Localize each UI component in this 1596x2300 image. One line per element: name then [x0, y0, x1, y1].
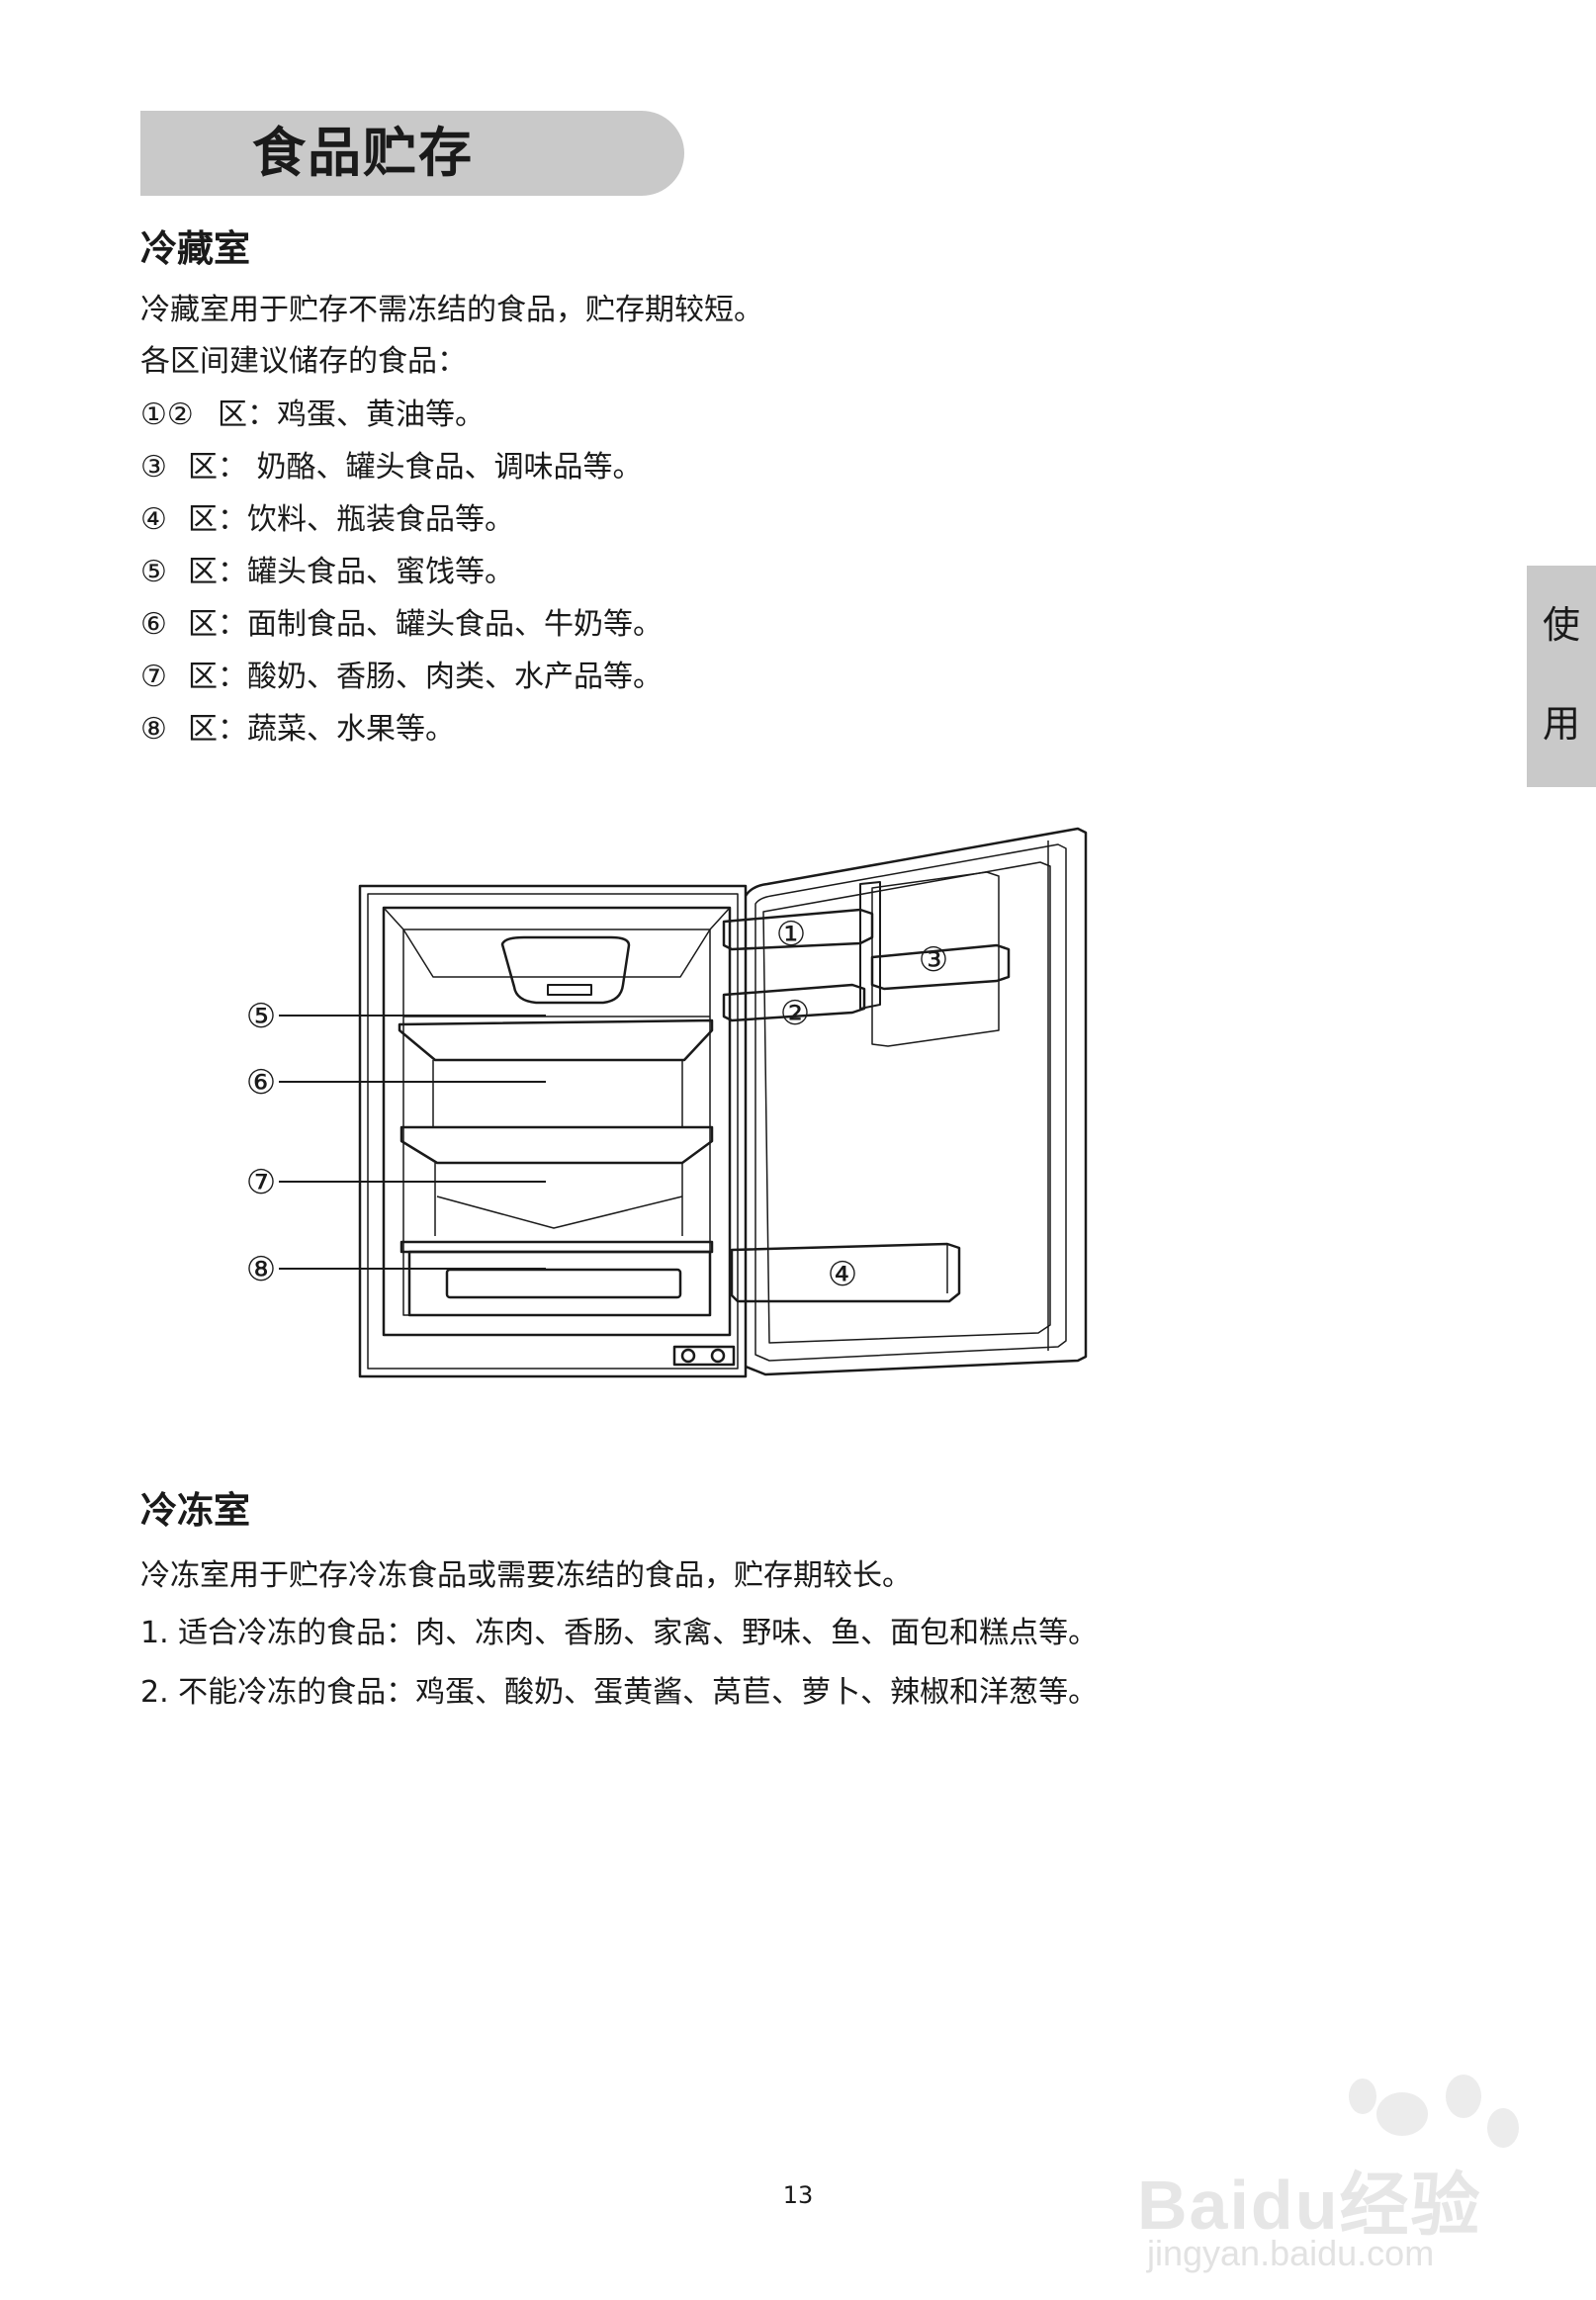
- crisper-handle: [445, 1268, 682, 1299]
- callout-1: ①: [776, 915, 806, 954]
- side-tab: 使 用: [1527, 566, 1596, 787]
- page-title: 食品贮存: [252, 122, 474, 184]
- zone-item: ⑦ 区：酸奶、香肠、肉类、水产品等。: [140, 658, 663, 697]
- zone-label: 区：: [188, 502, 247, 537]
- callout-3: ③: [919, 940, 948, 980]
- zone-item: ④ 区：饮料、瓶装食品等。: [140, 500, 514, 540]
- title-banner: [140, 111, 684, 196]
- watermark-brand: Baidu经验: [1137, 2167, 1482, 2244]
- zone-text: 奶酪、罐头食品、调味品等。: [256, 450, 643, 485]
- zone-number: ⑤: [140, 555, 167, 589]
- refrigerator-diagram: ① ② ③ ④ ⑤ ⑥ ⑦ ⑧: [246, 827, 1088, 1378]
- page-number: 13: [782, 2181, 814, 2209]
- watermark-url: jingyan.baidu.com: [1147, 2233, 1435, 2273]
- zone-number: ③: [140, 450, 167, 485]
- callout-4: ④: [828, 1255, 857, 1294]
- zone-number: ⑧: [140, 712, 167, 747]
- zone-number: ⑥: [140, 607, 167, 642]
- side-tab-char-1: 使: [1542, 603, 1580, 647]
- crisper-drawer: [407, 1250, 712, 1317]
- refrigerator-suggest: 各区间建议储存的食品：: [140, 344, 467, 379]
- refrigerator-heading: 冷藏室: [140, 227, 250, 270]
- zone-label: 区：: [188, 555, 247, 589]
- cabinet-outline: [358, 884, 748, 1378]
- zone-label: 区：: [188, 660, 247, 694]
- cabinet-inner-outline: [367, 893, 739, 1370]
- light-housing: [500, 935, 631, 1005]
- crisper-cover: [399, 1240, 714, 1254]
- door-bin-2: [722, 983, 866, 1022]
- door-outline: [744, 827, 1088, 1376]
- callout-5: ⑤: [246, 997, 276, 1036]
- door-bin-1: [722, 908, 874, 951]
- control-panel: [672, 1345, 736, 1367]
- zone-text: 酸奶、香肠、肉类、水产品等。: [247, 660, 663, 694]
- baidu-paw-watermark: [1349, 2075, 1519, 2148]
- callout-8: ⑧: [246, 1250, 276, 1289]
- freezer-item-2: 2. 不能冷冻的食品：鸡蛋、酸奶、蛋黄酱、莴苣、萝卜、辣椒和洋葱等。: [140, 1675, 1099, 1710]
- zone-number: ④: [140, 502, 167, 537]
- zone-item: ①② 区：鸡蛋、黄油等。: [140, 396, 485, 435]
- zone-item: ⑥ 区：面制食品、罐头食品、牛奶等。: [140, 605, 663, 645]
- callout-7: ⑦: [246, 1163, 276, 1202]
- zone-text: 蔬菜、水果等。: [247, 712, 455, 747]
- zone-number: ⑦: [140, 660, 167, 694]
- zone-label: 区：: [188, 450, 247, 485]
- zone-item: ⑤ 区：罐头食品、蜜饯等。: [140, 553, 514, 592]
- zone-text: 面制食品、罐头食品、牛奶等。: [247, 607, 663, 642]
- freezer-heading: 冷冻室: [140, 1489, 250, 1532]
- zone-label: 区：: [188, 712, 247, 747]
- zone-label: 区：: [218, 398, 277, 432]
- zone-item: ⑧ 区：蔬菜、水果等。: [140, 710, 455, 750]
- zone-item: ③ 区： 奶酪、罐头食品、调味品等。: [140, 448, 643, 487]
- callout-2: ②: [780, 994, 810, 1033]
- callout-6: ⑥: [246, 1063, 276, 1103]
- cabinet-liner: [382, 906, 732, 1337]
- zone-text: 饮料、瓶装食品等。: [247, 502, 514, 537]
- shelf-1: [398, 1018, 714, 1062]
- freezer-intro: 冷冻室用于贮存冷冻食品或需要冻结的食品，贮存期较长。: [140, 1558, 912, 1593]
- zone-label: 区：: [188, 607, 247, 642]
- shelf-2: [399, 1125, 714, 1165]
- door-bin-4: [730, 1242, 961, 1303]
- refrigerator-intro: 冷藏室用于贮存不需冻结的食品，贮存期较短。: [140, 293, 763, 327]
- zone-text: 鸡蛋、黄油等。: [277, 398, 485, 432]
- zone-text: 罐头食品、蜜饯等。: [247, 555, 514, 589]
- freezer-item-1: 1. 适合冷冻的食品：肉、冻肉、香肠、家禽、野味、鱼、面包和糕点等。: [140, 1616, 1099, 1650]
- side-tab-char-2: 用: [1542, 702, 1580, 746]
- zone-number: ①②: [140, 398, 194, 432]
- door-bin-3: [870, 943, 1011, 991]
